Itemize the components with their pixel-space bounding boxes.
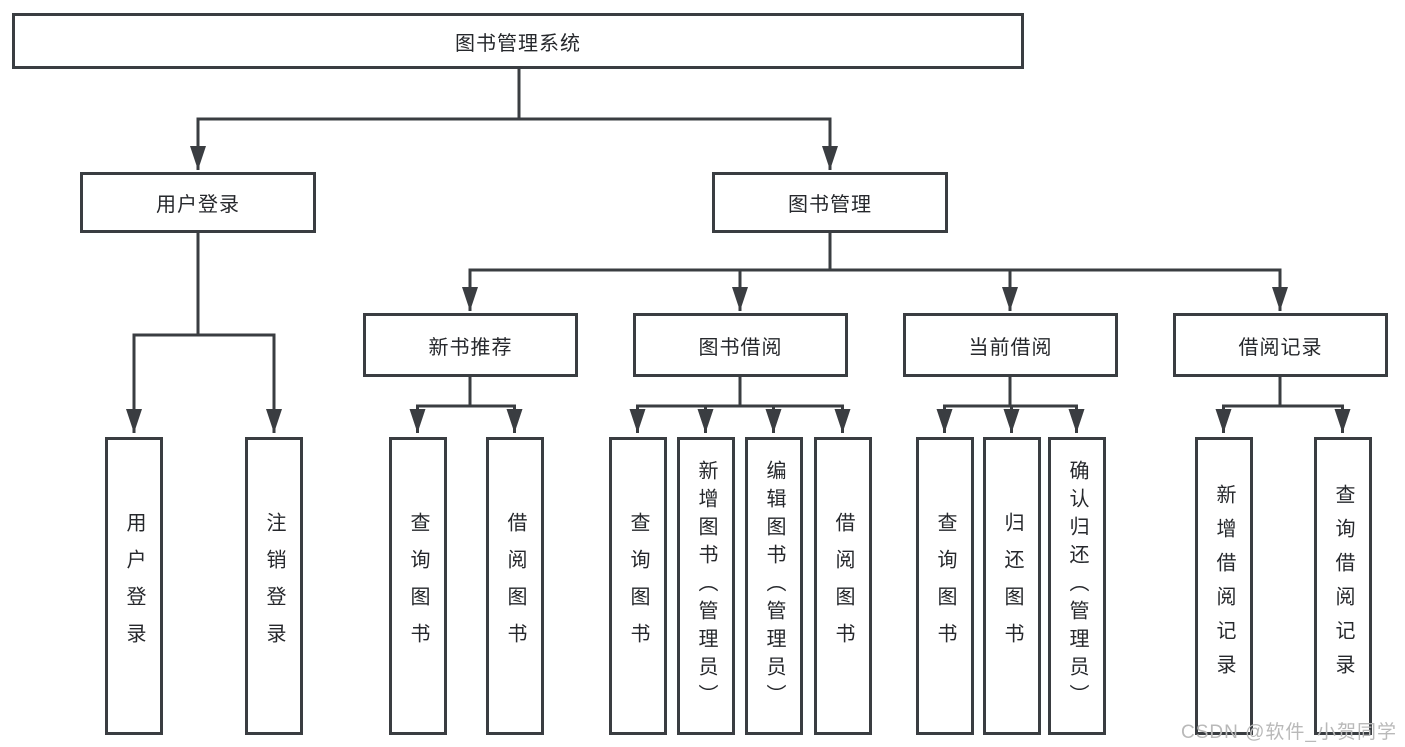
node-label: 图书管理 (788, 194, 872, 216)
node-label: 借阅记录 (1238, 336, 1323, 359)
csdn-watermark: CSDN @软件_小贺同学 (1181, 722, 1397, 743)
connector-br-to-query-record (1280, 404, 1351, 433)
leaf-logout-login: 注销登录 (245, 437, 303, 735)
node-label: 新增图书（管理员） (695, 460, 717, 712)
node-library-management-system: 图书管理系统 (12, 13, 1024, 69)
node-label: 查询图书 (627, 512, 649, 660)
connector-nbr-to-query-books (409, 404, 470, 433)
leaf-borrow-books-recommend: 借阅图书 (486, 437, 544, 735)
node-label: 借阅图书 (504, 512, 526, 660)
node-label: 查询图书 (934, 512, 956, 660)
node-label: 查询图书 (407, 512, 429, 660)
connector-bb-to-query-books (629, 404, 740, 433)
node-label: 编辑图书（管理员） (763, 460, 785, 712)
connector-to-current-borrow (830, 268, 1018, 311)
leaf-user-login: 用户登录 (105, 437, 163, 735)
node-label: 图书借阅 (698, 336, 783, 359)
connector-to-leaf-logout (198, 333, 282, 433)
connector-br-to-add-record (1215, 404, 1280, 433)
node-borrow-record: 借阅记录 (1173, 313, 1388, 377)
leaf-borrow-books: 借阅图书 (814, 437, 872, 735)
connector-to-leaf-user-login (126, 333, 198, 433)
connector-to-book-borrow (732, 268, 830, 311)
connector-to-new-book-recommend (462, 268, 830, 311)
leaf-add-borrow-record: 新增借阅记录 (1195, 437, 1253, 735)
connector-root-to-book-management (519, 117, 838, 170)
leaf-query-borrow-record: 查询借阅记录 (1314, 437, 1372, 735)
node-label: 查询借阅记录 (1332, 484, 1354, 688)
connector-bb-to-edit-books (740, 404, 782, 433)
node-book-borrow: 图书借阅 (633, 313, 848, 377)
node-label: 用户登录 (123, 512, 145, 660)
node-label: 注销登录 (263, 512, 285, 660)
node-label: 用户登录 (156, 194, 240, 216)
node-user-login: 用户登录 (80, 172, 316, 233)
node-current-borrow: 当前借阅 (903, 313, 1118, 377)
node-label: 归还图书 (1001, 512, 1023, 660)
leaf-query-books-current: 查询图书 (916, 437, 974, 735)
connector-to-borrow-record (830, 268, 1288, 311)
connector-bb-to-borrow-books (740, 404, 851, 433)
node-label: 新增借阅记录 (1213, 484, 1235, 688)
node-label: 新书推荐 (428, 336, 513, 359)
leaf-add-books-admin: 新增图书（管理员） (677, 437, 735, 735)
node-new-book-recommend: 新书推荐 (363, 313, 578, 377)
node-label: 借阅图书 (832, 512, 854, 660)
node-label: 图书管理系统 (455, 32, 581, 55)
leaf-confirm-return-admin: 确认归还（管理员） (1048, 437, 1106, 735)
connector-root-to-user-login (190, 117, 519, 170)
leaf-query-books-recommend: 查询图书 (389, 437, 447, 735)
leaf-edit-books-admin: 编辑图书（管理员） (745, 437, 803, 735)
connector-cb-to-return-books (1003, 404, 1020, 433)
node-label: 确认归还（管理员） (1066, 460, 1088, 712)
node-book-management: 图书管理 (712, 172, 948, 233)
leaf-query-books-borrow: 查询图书 (609, 437, 667, 735)
connector-cb-to-query-books (936, 404, 1010, 433)
connector-bb-to-add-books (697, 404, 740, 433)
node-label: 当前借阅 (968, 336, 1053, 359)
connector-cb-to-confirm-return (1010, 404, 1085, 433)
connector-nbr-to-borrow-books (470, 404, 523, 433)
leaf-return-books: 归还图书 (983, 437, 1041, 735)
